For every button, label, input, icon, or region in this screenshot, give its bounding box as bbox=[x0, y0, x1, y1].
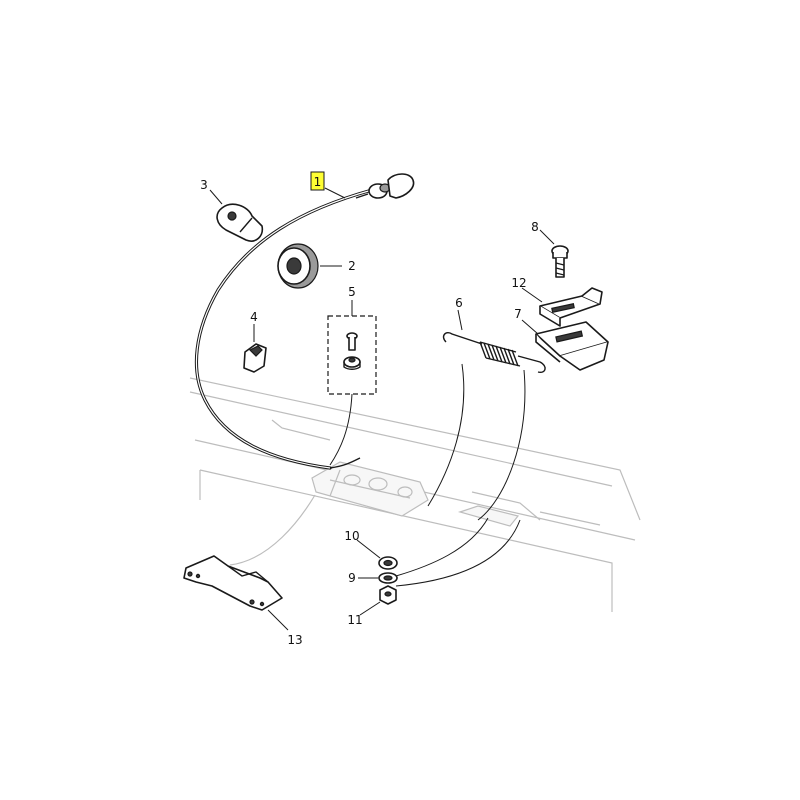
callout-5-label[interactable]: 5 bbox=[348, 285, 356, 299]
callout-1-highlight bbox=[310, 171, 325, 191]
washer-part-9[interactable] bbox=[378, 572, 398, 584]
cable-clip-part-3[interactable] bbox=[216, 203, 264, 242]
grommet-part-2[interactable] bbox=[277, 243, 319, 289]
spring-coil bbox=[479, 341, 521, 367]
clip-part-4[interactable] bbox=[243, 343, 267, 373]
callout-11-label[interactable]: 11 bbox=[347, 613, 362, 627]
washer-part-10[interactable] bbox=[378, 556, 398, 570]
callout-12-label[interactable]: 12 bbox=[511, 276, 526, 290]
screw-kit-part-5[interactable] bbox=[327, 315, 377, 466]
cable-handle bbox=[355, 173, 415, 199]
callout-leaders bbox=[209, 187, 555, 631]
striker-part-7[interactable] bbox=[535, 321, 609, 371]
callout-4-label[interactable]: 4 bbox=[250, 310, 258, 324]
nut-part-11[interactable] bbox=[379, 585, 397, 605]
bracket-part-12[interactable] bbox=[539, 287, 603, 327]
release-cable-part-1[interactable] bbox=[194, 173, 415, 470]
callout-3-label[interactable]: 3 bbox=[200, 178, 208, 192]
callout-2-label[interactable]: 2 bbox=[348, 259, 356, 273]
spring-part-6[interactable] bbox=[427, 332, 546, 521]
background-panel bbox=[189, 377, 641, 612]
callout-9-label[interactable]: 9 bbox=[348, 571, 356, 585]
callout-7-label[interactable]: 7 bbox=[514, 307, 522, 321]
callout-6-label[interactable]: 6 bbox=[455, 296, 463, 310]
plate-part-13[interactable] bbox=[183, 555, 283, 611]
bolt-part-8[interactable] bbox=[551, 245, 569, 278]
callout-8-label[interactable]: 8 bbox=[531, 220, 539, 234]
callout-1[interactable]: 1 bbox=[310, 171, 325, 191]
callout-10-label[interactable]: 10 bbox=[344, 529, 359, 543]
callout-13-label[interactable]: 13 bbox=[287, 633, 302, 647]
callout-1-label: 1 bbox=[314, 175, 322, 189]
